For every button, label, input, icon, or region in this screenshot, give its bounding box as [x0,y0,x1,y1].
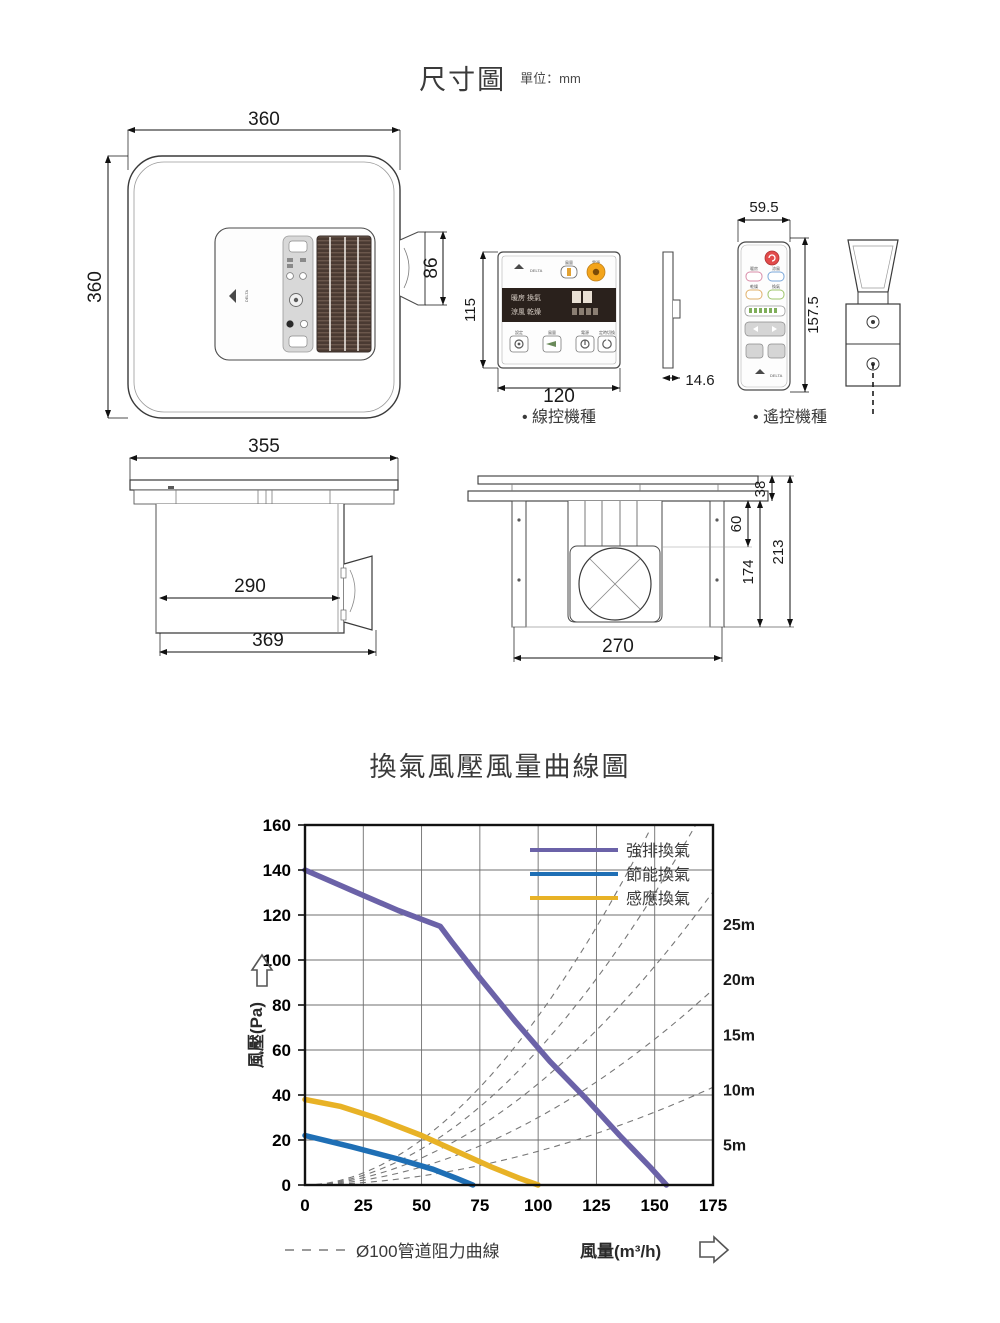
duct-curve-legend-label: Ø100管道阻力曲線 [356,1242,500,1261]
legend-label: 感應換氣 [626,889,690,908]
series-line [302,1096,541,1188]
x-tick-label: 50 [412,1196,431,1215]
remote-caption: • 遙控機種 [753,408,827,426]
x-axis-title: 風量(m³/h) [580,1241,661,1261]
view-remote-controller: 59.5 暖房 涼風 乾燥 換氣 [737,199,901,418]
y-tick-label: 160 [263,816,291,835]
side-flange-dim: 355 [248,436,280,457]
duct-length-label: 20m [723,972,755,989]
view-bottom-section: 270 38 60 174 213 [467,475,794,662]
svg-text:定時切換: 定時切換 [599,329,615,335]
y-tick-label: 60 [272,1041,291,1060]
duct-length-label: 5m [723,1138,746,1155]
side-body-dim: 290 [234,576,266,597]
svg-text:電源: 電源 [581,329,589,335]
svg-text:設定: 設定 [515,329,523,335]
series-line [302,867,670,1188]
wired-caption: • 線控機種 [522,408,596,426]
wired-display-line-2: 涼風 乾燥 [511,307,541,316]
legend-label: 節能換氣 [626,866,690,884]
bottom-inner-height-dim: 60 [728,516,745,533]
y-tick-label: 20 [272,1131,291,1150]
x-tick-label: 125 [582,1196,610,1215]
chart-title: 換氣風壓風量曲線圖 [369,752,631,782]
right-arrow-icon [699,1235,730,1264]
up-arrow-icon [250,953,274,987]
x-tick-label: 100 [524,1196,552,1215]
front-width-dim: 360 [248,109,280,130]
remote-height-dim: 157.5 [805,296,822,334]
bottom-flange-height-dim: 38 [752,481,769,498]
front-depth-dim: 86 [421,257,442,278]
front-height-dim: 360 [85,271,106,303]
remote-brand-label: DELTA [770,373,783,378]
duct-length-label: 15m [723,1027,755,1044]
performance-chart: 0 20 40 60 80 100 120 140 160 0 25 50 75 100 125 150 175… [0,810,1000,1310]
dimension-unit-note: 單位：mm [520,71,581,86]
dimension-section-title: 尺寸圖單位：mm [0,58,1000,97]
side-total-dim: 369 [252,630,284,651]
view-wired-controller: 115 DELTA 風量 電源 暖房 換氣 涼風 乾燥 [462,251,715,407]
bottom-width-dim: 270 [602,636,634,657]
wired-height-dim: 115 [462,298,479,322]
duct-length-label: 25m [723,917,755,934]
duct-length-label: 10m [723,1082,755,1099]
remote-wall-holder [845,239,901,418]
dimension-drawings-bottom: 355 290 369 [0,436,1000,690]
dimension-title-text: 尺寸圖 [419,65,507,95]
remote-width-dim: 59.5 [749,199,778,216]
series-line [302,1132,476,1188]
y-tick-label: 120 [263,906,291,925]
wired-brand-label: DELTA [530,268,543,273]
bottom-body-height-dim: 174 [740,559,757,584]
svg-text:風量: 風量 [548,329,556,335]
svg-text:暖房: 暖房 [750,265,758,271]
y-tick-label: 40 [272,1086,291,1105]
x-tick-label: 150 [641,1196,669,1215]
legend-label: 強排換氣 [626,842,690,860]
svg-text:風量: 風量 [565,259,573,265]
y-tick-label: 80 [272,996,291,1015]
front-brand-label: DELTA [244,290,249,303]
y-tick-label: 0 [282,1176,291,1195]
svg-text:電源: 電源 [592,259,600,265]
y-tick-label: 100 [263,951,291,970]
y-axis-title: 風壓(Pa) [247,1002,266,1068]
y-tick-label: 140 [263,861,291,880]
wired-thickness-dim: 14.6 [685,372,714,389]
view-front-unit: 360 360 DELTA [85,109,447,419]
bottom-total-height-dim: 213 [770,539,787,564]
svg-text:換氣: 換氣 [772,283,780,289]
x-tick-label: 25 [354,1196,373,1215]
x-tick-label: 175 [699,1196,727,1215]
x-tick-label: 0 [300,1196,309,1215]
svg-text:涼風: 涼風 [772,265,780,271]
svg-text:乾燥: 乾燥 [750,283,758,289]
wired-width-dim: 120 [543,386,575,407]
view-side: 355 290 369 [129,436,399,656]
x-tick-label: 75 [470,1196,489,1215]
dimension-drawings-top: 360 360 DELTA [0,100,1000,450]
wired-display-line-1: 暖房 換氣 [511,293,541,302]
